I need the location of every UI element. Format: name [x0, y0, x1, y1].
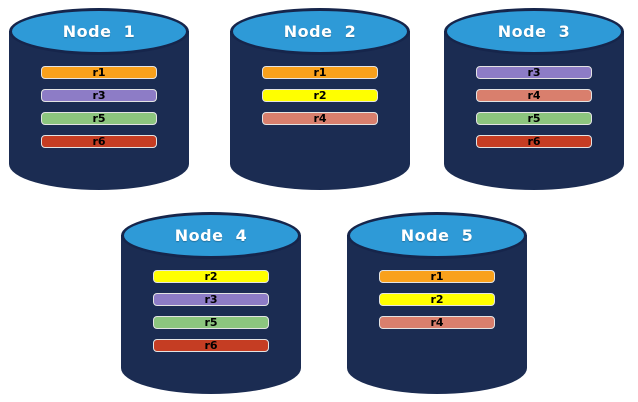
record-label: r5 — [204, 316, 218, 329]
record-bar-r6: r6 — [153, 339, 269, 352]
record-label: r4 — [430, 316, 444, 329]
record-bar-r1: r1 — [379, 270, 495, 283]
record-label: r6 — [204, 339, 218, 352]
record-bar-r5: r5 — [41, 112, 157, 125]
record-bar-r2: r2 — [379, 293, 495, 306]
node-cylinder-3: Node 3 r3 r4 r5 r6 — [444, 8, 624, 190]
cylinder-body — [444, 31, 624, 190]
cylinder-top: Node 2 — [230, 8, 410, 55]
record-label: r6 — [92, 135, 106, 148]
cylinder-body — [121, 235, 301, 394]
record-label: r2 — [313, 89, 327, 102]
cylinder-top: Node 4 — [121, 212, 301, 259]
record-bar-r5: r5 — [153, 316, 269, 329]
node-title: Node 1 — [62, 22, 136, 41]
record-bar-r6: r6 — [476, 135, 592, 148]
record-label: r3 — [204, 293, 218, 306]
node-cylinder-4: Node 4 r2 r3 r5 r6 — [121, 212, 301, 394]
record-bar-r2: r2 — [262, 89, 378, 102]
record-label: r4 — [527, 89, 541, 102]
node-cylinder-1: Node 1 r1 r3 r5 r6 — [9, 8, 189, 190]
record-label: r2 — [204, 270, 218, 283]
record-bar-r4: r4 — [379, 316, 495, 329]
record-bar-r4: r4 — [262, 112, 378, 125]
node-title: Node 4 — [174, 226, 248, 245]
cylinder-body — [9, 31, 189, 190]
record-bar-r2: r2 — [153, 270, 269, 283]
cylinder-body — [230, 31, 410, 190]
node-title: Node 2 — [283, 22, 357, 41]
record-label: r1 — [92, 66, 106, 79]
record-bar-r3: r3 — [41, 89, 157, 102]
record-label: r1 — [430, 270, 444, 283]
record-label: r3 — [527, 66, 541, 79]
record-label: r5 — [527, 112, 541, 125]
record-label: r5 — [92, 112, 106, 125]
cylinder-top: Node 5 — [347, 212, 527, 259]
node-title: Node 3 — [497, 22, 571, 41]
record-label: r1 — [313, 66, 327, 79]
record-label: r6 — [527, 135, 541, 148]
record-label: r3 — [92, 89, 106, 102]
record-bar-r1: r1 — [41, 66, 157, 79]
record-bar-r3: r3 — [153, 293, 269, 306]
record-list: r1 r3 r5 r6 — [41, 66, 157, 148]
record-list: r2 r3 r5 r6 — [153, 270, 269, 352]
record-list: r1 r2 r4 — [262, 66, 378, 125]
record-bar-r5: r5 — [476, 112, 592, 125]
record-label: r4 — [313, 112, 327, 125]
cylinder-top: Node 1 — [9, 8, 189, 55]
record-bar-r1: r1 — [262, 66, 378, 79]
node-cylinder-2: Node 2 r1 r2 r4 — [230, 8, 410, 190]
record-bar-r6: r6 — [41, 135, 157, 148]
record-list: r1 r2 r4 — [379, 270, 495, 329]
record-bar-r4: r4 — [476, 89, 592, 102]
record-label: r2 — [430, 293, 444, 306]
cylinder-top: Node 3 — [444, 8, 624, 55]
cylinder-body — [347, 235, 527, 394]
record-bar-r3: r3 — [476, 66, 592, 79]
node-cylinder-5: Node 5 r1 r2 r4 — [347, 212, 527, 394]
record-list: r3 r4 r5 r6 — [476, 66, 592, 148]
node-title: Node 5 — [400, 226, 474, 245]
